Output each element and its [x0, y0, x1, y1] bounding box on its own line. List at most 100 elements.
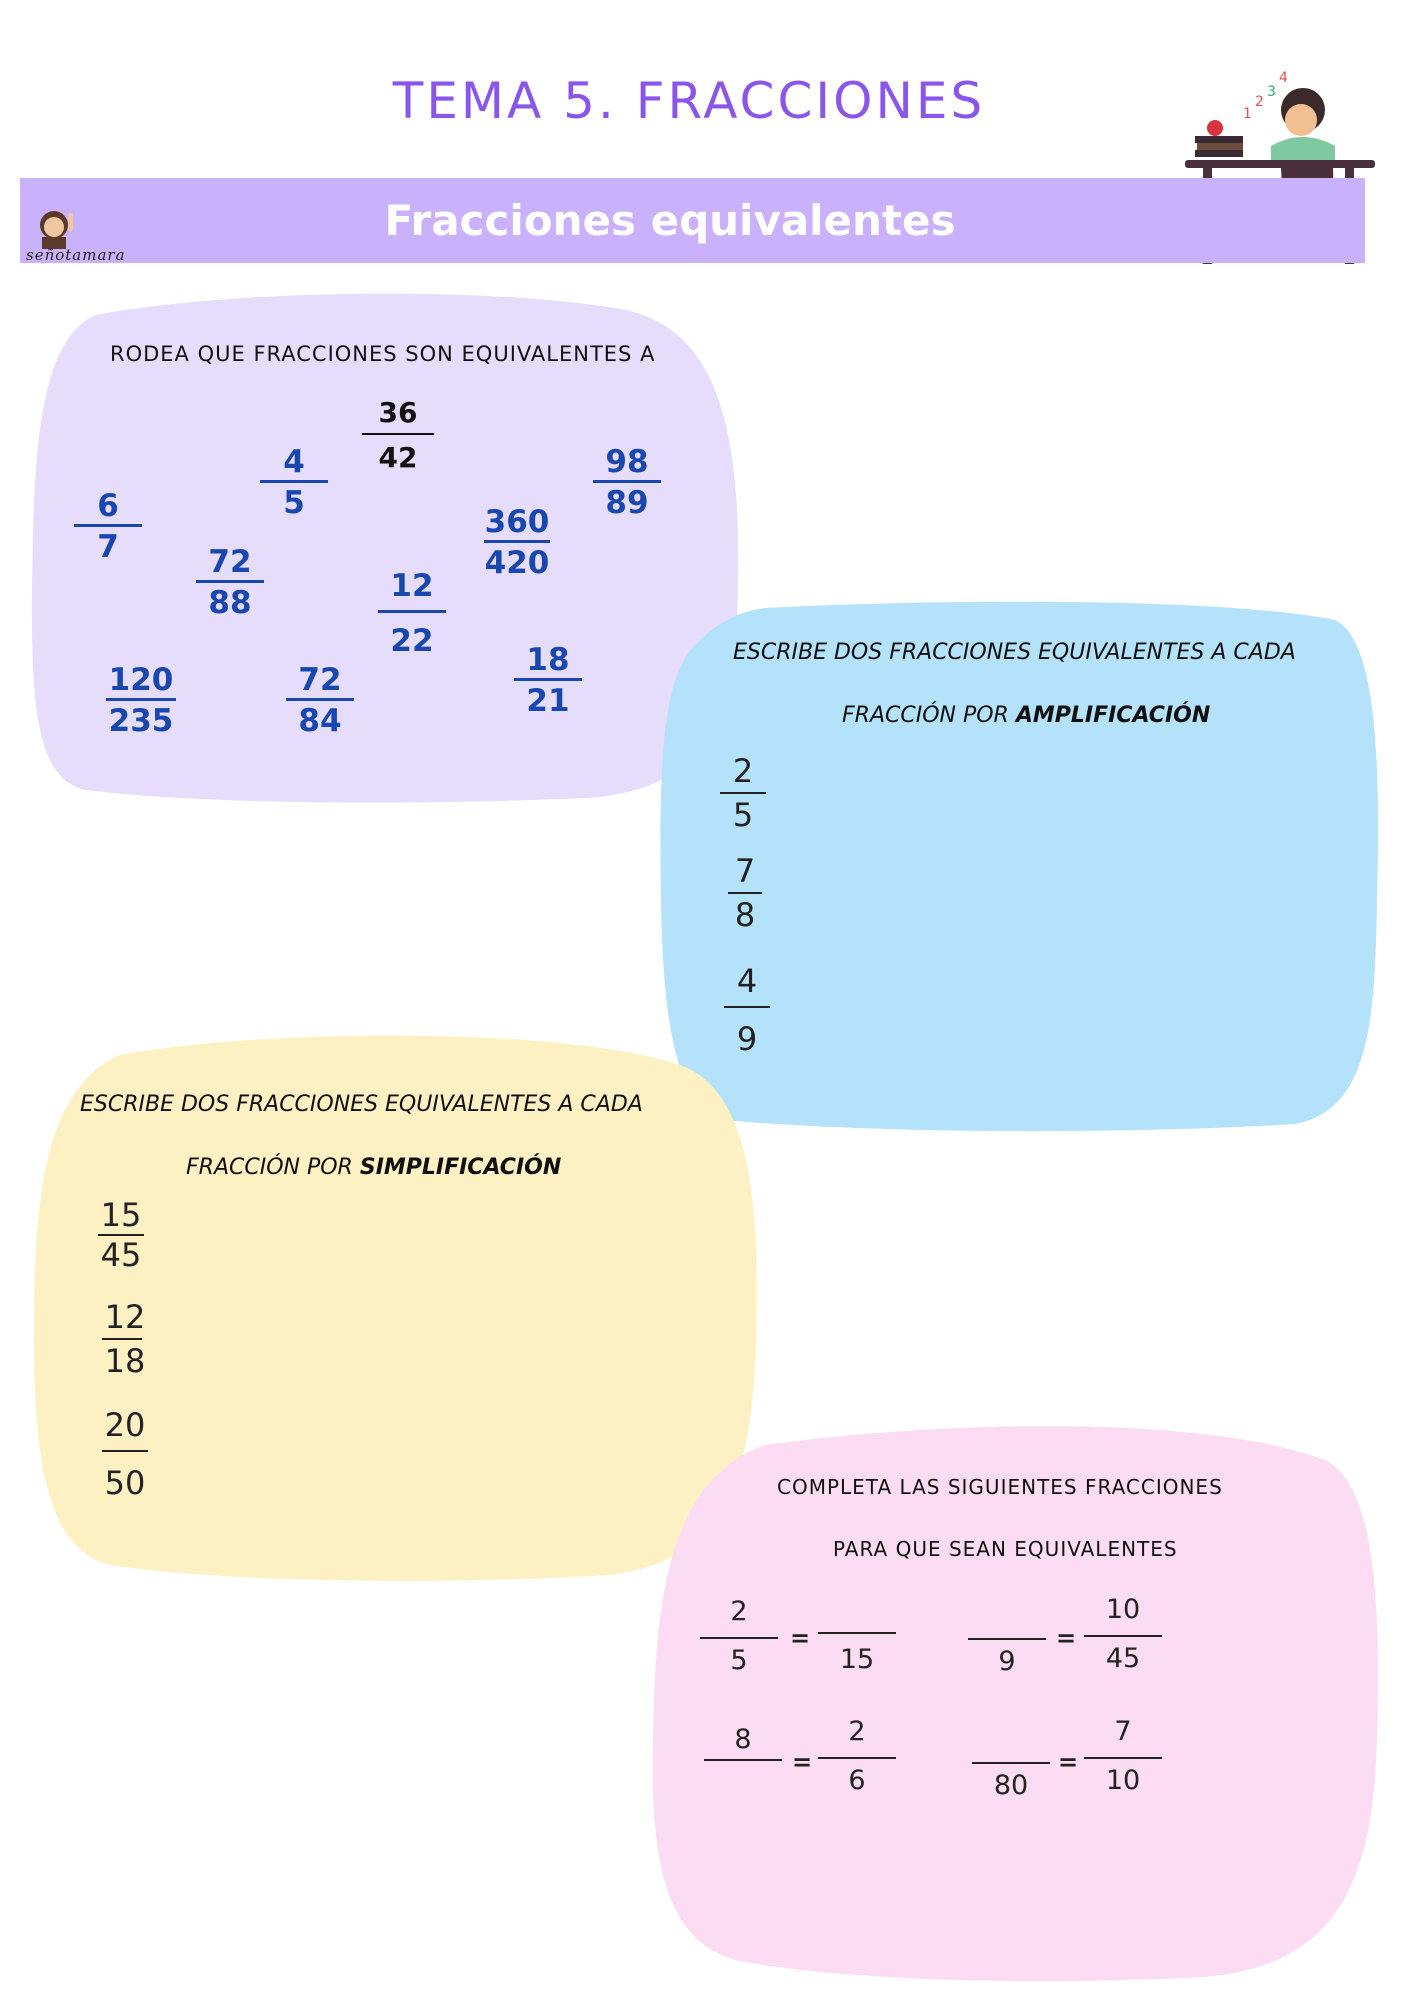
- fraction-denominator: 21: [526, 683, 570, 719]
- fraction-denominator: 88: [208, 585, 252, 621]
- author-signature: señotamara: [26, 246, 126, 264]
- fraction-denominator: 84: [298, 703, 342, 739]
- fraction-option[interactable]: 98 89: [593, 444, 661, 521]
- fraction-numerator: 6: [97, 488, 119, 524]
- fraction-denominator: 80: [993, 1770, 1029, 1801]
- simplification-fraction: 20 50: [102, 1406, 148, 1502]
- heading-prefix: FRACCIÓN POR: [186, 1155, 360, 1180]
- fraction-numerator: 12: [104, 1298, 146, 1336]
- fraction-numerator: 72: [208, 544, 252, 580]
- fraction-numerator: 72: [298, 662, 342, 698]
- fraction-denominator: 9: [998, 1646, 1016, 1677]
- fraction-numerator: 7: [734, 852, 756, 890]
- fraction-option[interactable]: 360 420: [484, 504, 550, 581]
- amplification-fraction: 4 9: [724, 962, 770, 1058]
- simplification-fraction: 12 18: [102, 1298, 148, 1380]
- fraction-option[interactable]: 72 88: [196, 544, 264, 621]
- fraction-denominator: 22: [390, 623, 434, 659]
- given-fraction: 10 45: [1084, 1594, 1162, 1674]
- fraction-denominator: 6: [848, 1765, 866, 1796]
- fraction-numerator: 360: [484, 504, 550, 540]
- exercise-3-background: [34, 1035, 757, 1581]
- given-fraction: 2 5: [700, 1596, 778, 1676]
- equals-sign: =: [1056, 1624, 1077, 1652]
- fraction-numerator: 98: [605, 444, 649, 480]
- equals-sign: =: [1058, 1748, 1079, 1776]
- exercise-2-heading-line1: ESCRIBE DOS FRACCIONES EQUIVALENTES A CA…: [733, 640, 1296, 665]
- fraction-numerator: 8: [734, 1724, 752, 1755]
- exercise-3-heading-line2: FRACCIÓN POR SIMPLIFICACIÓN: [186, 1155, 561, 1180]
- fraction-numerator: 36: [378, 396, 418, 429]
- fraction-numerator: 120: [108, 662, 174, 698]
- fraction-numerator: 4: [283, 444, 305, 480]
- exercise-4-background: [652, 1426, 1379, 1982]
- fraction-denominator: 420: [484, 545, 550, 581]
- fraction-numerator: 2: [848, 1716, 866, 1747]
- target-fraction: 36 42: [362, 396, 434, 474]
- fraction-numerator: 7: [1114, 1716, 1132, 1747]
- answer-fraction[interactable]: 80: [972, 1714, 1050, 1801]
- fraction-numerator: 2: [730, 1596, 748, 1627]
- heading-keyword: AMPLIFICACIÓN: [1015, 703, 1211, 728]
- exercise-2-background: [660, 601, 1379, 1132]
- fraction-option[interactable]: 6 7: [74, 488, 142, 565]
- missing-numerator-blank[interactable]: [968, 1596, 1046, 1628]
- equals-sign: =: [792, 1748, 813, 1776]
- amplification-fraction: 7 8: [728, 852, 762, 934]
- answer-fraction[interactable]: 8: [704, 1724, 782, 1799]
- fraction-denominator: 89: [605, 485, 649, 521]
- exercise-1-background: [31, 293, 739, 803]
- exercise-2-heading-line2: FRACCIÓN POR AMPLIFICACIÓN: [842, 703, 1210, 728]
- girl-avatar-icon: [40, 211, 73, 249]
- fraction-numerator: 4: [736, 962, 758, 1000]
- fraction-denominator: 42: [378, 441, 418, 474]
- fraction-denominator: 50: [104, 1464, 146, 1502]
- banner-title: Fracciones equivalentes: [384, 196, 956, 245]
- fraction-denominator: 15: [839, 1644, 875, 1675]
- given-fraction: 7 10: [1084, 1716, 1162, 1796]
- fraction-denominator: 235: [108, 703, 174, 739]
- fraction-denominator: 5: [283, 485, 305, 521]
- fraction-denominator: 45: [1105, 1643, 1141, 1674]
- fraction-denominator: 9: [736, 1020, 758, 1058]
- fraction-option[interactable]: 12 22: [378, 568, 446, 659]
- fraction-numerator: 20: [104, 1406, 146, 1444]
- svg-text:3: 3: [1267, 84, 1276, 100]
- section-banner: [20, 178, 1365, 263]
- svg-text:4: 4: [1279, 70, 1288, 86]
- missing-numerator-blank[interactable]: [818, 1596, 896, 1628]
- simplification-fraction: 15 45: [98, 1196, 144, 1274]
- fraction-option[interactable]: 72 84: [286, 662, 354, 739]
- exercise-3-heading-line1: ESCRIBE DOS FRACCIONES EQUIVALENTES A CA…: [80, 1092, 643, 1117]
- heading-prefix: FRACCIÓN POR: [842, 703, 1016, 728]
- fraction-numerator: 12: [390, 568, 434, 604]
- answer-fraction[interactable]: 9: [968, 1596, 1046, 1677]
- fraction-denominator: 7: [97, 529, 119, 565]
- fraction-option[interactable]: 120 235: [106, 662, 176, 739]
- fraction-denominator: 5: [730, 1645, 748, 1676]
- page-title: TEMA 5. FRACCIONES: [392, 72, 986, 130]
- fraction-option[interactable]: 18 21: [514, 642, 582, 719]
- fraction-denominator: 5: [732, 796, 754, 834]
- fraction-numerator: 18: [526, 642, 570, 678]
- fraction-denominator: 18: [104, 1342, 146, 1380]
- missing-numerator-blank[interactable]: [972, 1714, 1050, 1746]
- svg-text:2: 2: [1255, 94, 1264, 110]
- fraction-numerator: 2: [732, 752, 754, 790]
- exercise-4-heading-line2: PARA QUE SEAN EQUIVALENTES: [833, 1537, 1178, 1561]
- equals-sign: =: [790, 1624, 811, 1652]
- fraction-denominator: 8: [734, 896, 756, 934]
- answer-fraction[interactable]: 15: [818, 1596, 896, 1675]
- given-fraction: 2 6: [818, 1716, 896, 1796]
- amplification-fraction: 2 5: [720, 752, 766, 834]
- fraction-option[interactable]: 4 5: [260, 444, 328, 521]
- fraction-denominator: 45: [100, 1236, 142, 1274]
- exercise-1-heading: RODEA QUE FRACCIONES SON EQUIVALENTES A: [110, 342, 656, 366]
- fraction-denominator: 10: [1105, 1765, 1141, 1796]
- heading-keyword: SIMPLIFICACIÓN: [359, 1155, 562, 1180]
- missing-denominator-blank[interactable]: [704, 1767, 782, 1799]
- fraction-numerator: 15: [100, 1196, 142, 1234]
- fraction-numerator: 10: [1105, 1594, 1141, 1625]
- svg-text:1: 1: [1243, 106, 1252, 122]
- exercise-4-heading-line1: COMPLETA LAS SIGUIENTES FRACCIONES: [777, 1475, 1223, 1499]
